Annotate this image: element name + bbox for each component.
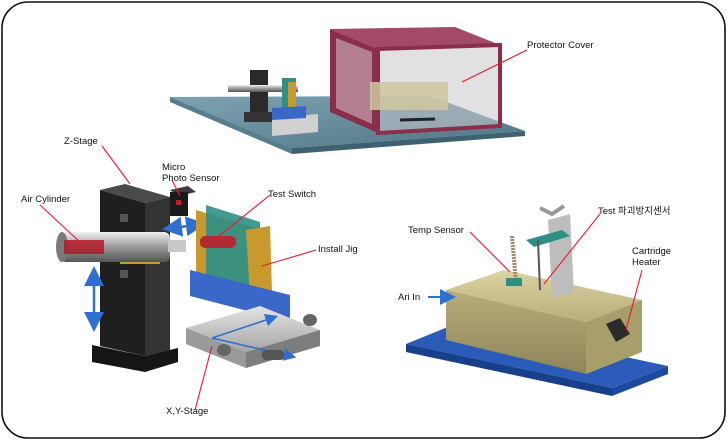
- leader-lines: [39, 49, 643, 411]
- right-assembly: [406, 204, 668, 396]
- label-micro-photo-sensor-line1: Micro: [162, 162, 186, 173]
- label-cartridge-heater-line2: Heater: [632, 257, 661, 268]
- leader-cartridge-heater: [625, 269, 643, 331]
- protector-cover: [330, 27, 502, 136]
- leader-micro-sensor: [171, 179, 181, 197]
- label-test-jig: Test 파괴방지센서: [598, 206, 671, 217]
- label-air-in: Ari In: [398, 292, 421, 303]
- micro-photo-sensor: [170, 186, 196, 216]
- base-plate-edge: [292, 131, 525, 154]
- label-air-cylinder: Air Cylinder: [21, 194, 71, 205]
- label-protector-cover: Protector Cover: [527, 40, 594, 51]
- label-install-jig: Install Jig: [318, 244, 358, 255]
- x-travel-arrow: [162, 216, 206, 237]
- temp-sensor: [506, 235, 522, 286]
- leader-temp-sensor: [469, 231, 511, 273]
- leader-xy-stage: [194, 345, 213, 411]
- top-jig: [228, 70, 318, 136]
- left-assembly: [56, 184, 320, 372]
- leader-protector-cover: [461, 49, 528, 83]
- leader-test-switch: [213, 194, 271, 241]
- leader-z-stage: [101, 145, 131, 185]
- install-jig: [190, 205, 290, 322]
- label-test-switch: Test Switch: [268, 189, 317, 200]
- label-z-stage: Z-Stage: [64, 136, 98, 147]
- test-holder: [526, 204, 574, 298]
- label-micro-photo-sensor-line2: Photo Sensor: [162, 173, 220, 184]
- heater-body: [446, 270, 642, 374]
- label-temp-sensor: Temp Sensor: [408, 225, 464, 236]
- label-cartridge-heater-line1: Cartridge: [632, 246, 672, 257]
- xy-stage: [186, 306, 320, 368]
- leader-install-jig: [261, 249, 317, 267]
- top-assembly: [170, 27, 525, 154]
- air-cylinder: [56, 232, 186, 262]
- leader-air-cylinder: [39, 204, 83, 245]
- label-xy-stage: X,Y-Stage: [166, 406, 209, 417]
- leader-test-jig: [543, 213, 601, 285]
